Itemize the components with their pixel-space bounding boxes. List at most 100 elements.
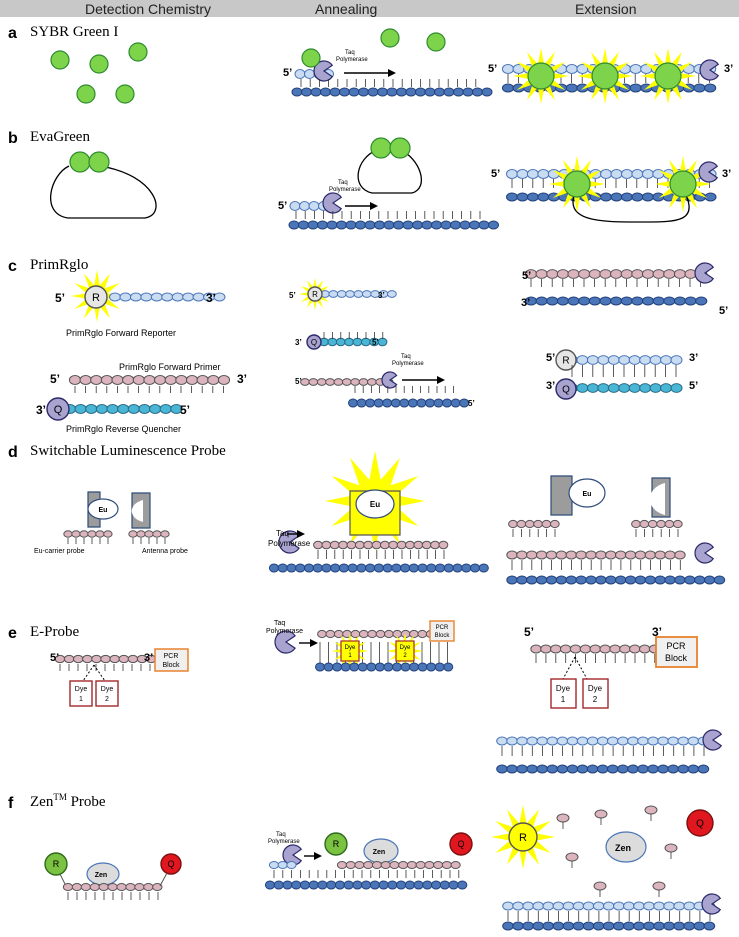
zen-f-det-label: Zen <box>95 872 107 879</box>
bead <box>136 530 146 538</box>
bead <box>320 87 331 97</box>
bead <box>673 296 687 306</box>
tines-e-ext <box>535 654 675 663</box>
bead <box>634 550 647 560</box>
bead <box>143 375 156 385</box>
bead <box>116 883 127 891</box>
bead <box>565 83 578 93</box>
bead <box>578 296 591 306</box>
bead <box>391 662 402 672</box>
bead <box>217 375 231 385</box>
label-b-polymerase: Polymerase <box>329 187 361 193</box>
bead <box>566 764 579 774</box>
bead <box>321 540 332 550</box>
bead <box>338 540 348 550</box>
bead <box>357 662 368 672</box>
bead <box>430 540 440 550</box>
bead <box>421 220 433 230</box>
bead <box>575 575 587 585</box>
bead <box>673 921 685 931</box>
quencher-Q-f-det <box>160 853 182 875</box>
antenna-probe-beads <box>128 530 170 538</box>
bead <box>703 921 716 931</box>
bead <box>576 383 589 393</box>
bead <box>540 644 552 654</box>
tines-d-ext-3 <box>511 560 681 570</box>
label-f-polymerase: Polymerase <box>268 839 300 845</box>
bead <box>63 530 73 538</box>
bead <box>317 880 328 890</box>
bead <box>415 87 426 97</box>
quencher-Q-f-ann <box>449 832 473 856</box>
bead <box>344 337 354 347</box>
bead <box>552 901 565 911</box>
bead <box>277 563 288 573</box>
pcr-block-ann <box>429 620 455 642</box>
bead <box>575 550 587 560</box>
bead <box>605 575 617 585</box>
bead <box>87 530 97 538</box>
bead <box>545 550 558 560</box>
bead <box>336 220 347 230</box>
bead <box>567 269 580 279</box>
bead <box>555 550 568 560</box>
bead <box>683 921 696 931</box>
bead <box>576 764 589 774</box>
dye1-box-det <box>69 680 93 707</box>
bead <box>565 64 578 74</box>
row-title-e: E-Probe <box>30 624 79 640</box>
bead <box>387 880 398 890</box>
bead <box>496 736 508 746</box>
bead <box>149 404 162 414</box>
bead <box>533 519 543 529</box>
dye1-ext-label-2: 1 <box>561 695 566 704</box>
bead <box>597 355 610 365</box>
label-c-ext-5p-d: 5’ <box>689 380 698 392</box>
bead <box>600 169 613 179</box>
bead <box>326 880 337 890</box>
bead <box>152 883 163 891</box>
bead <box>329 540 340 550</box>
bead <box>673 901 685 911</box>
bead <box>392 629 403 639</box>
eu-ion-ann-label: Eu <box>370 500 380 509</box>
bead <box>653 901 665 911</box>
bead <box>643 901 655 911</box>
bead <box>374 220 385 230</box>
evagreen-dye-ann-2 <box>389 137 411 159</box>
bead <box>588 269 601 279</box>
arrow-a-ann <box>344 69 396 77</box>
bead <box>512 901 524 911</box>
free-nucleotide-3 <box>644 805 658 815</box>
label-a-polymerase: Polymerase <box>336 57 368 63</box>
bead <box>349 662 360 672</box>
bead <box>391 563 402 573</box>
bead <box>422 880 433 890</box>
arrow-head <box>437 376 445 384</box>
bead <box>677 736 690 746</box>
eu-ion-det <box>87 498 119 520</box>
bead <box>586 355 599 365</box>
bead <box>633 901 645 911</box>
eu-ion-det-label: Eu <box>99 507 108 514</box>
dye1-box-ext <box>550 678 577 709</box>
bead <box>434 662 445 672</box>
bead <box>291 880 302 890</box>
bead <box>440 220 452 230</box>
zen-quencher-f-ext <box>605 831 647 863</box>
label-c-quencher-5p: 5’ <box>180 403 190 417</box>
arrow-head <box>388 69 396 77</box>
bead <box>526 550 538 560</box>
bead <box>426 662 437 672</box>
bead <box>713 575 726 585</box>
strand-c-ext-quencher <box>566 383 683 393</box>
bead <box>502 921 514 931</box>
bead <box>562 921 575 931</box>
bead <box>150 292 163 302</box>
bead <box>526 764 539 774</box>
bead <box>552 921 565 931</box>
bead <box>171 292 184 302</box>
bead <box>614 550 627 560</box>
bead <box>652 296 665 306</box>
bead <box>644 550 657 560</box>
